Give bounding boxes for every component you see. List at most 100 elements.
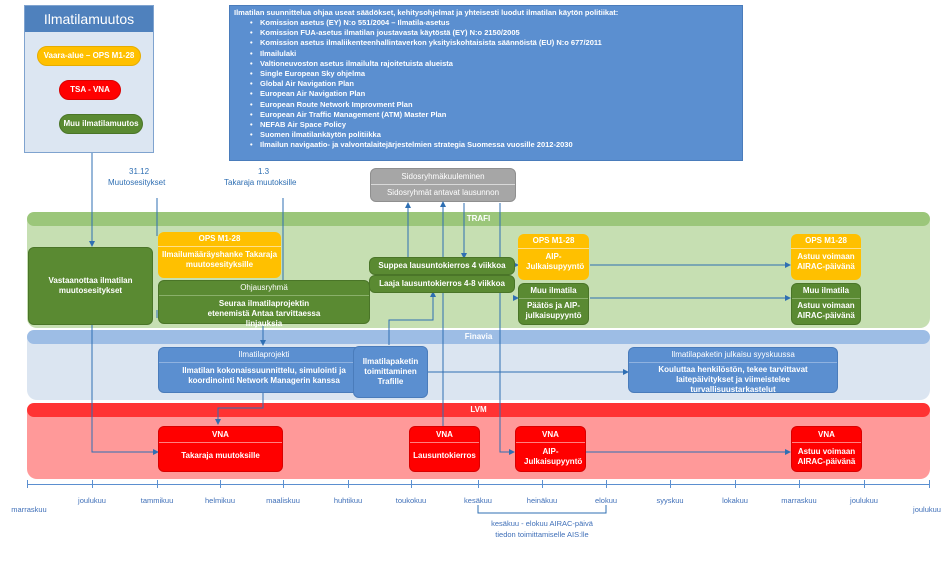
month-label: marraskuu bbox=[11, 505, 47, 514]
lane-finavia-header: Finavia bbox=[27, 330, 930, 344]
tick bbox=[799, 480, 800, 488]
policy-item: NEFAB Air Space Policy bbox=[250, 120, 738, 130]
month-label: joulukuu bbox=[78, 496, 106, 505]
tick bbox=[606, 480, 607, 488]
legend-tsa: TSA - VNA bbox=[59, 80, 121, 100]
month-label: elokuu bbox=[594, 496, 618, 505]
vna3-box: VNA AIP-Julkaisupyyntö bbox=[515, 426, 586, 472]
policy-item: Global Air Navigation Plan bbox=[250, 79, 738, 89]
stakeholder-title: Sidosryhmäkuuleminen bbox=[371, 169, 515, 185]
month-label: marraskuu bbox=[781, 496, 817, 505]
tick bbox=[929, 480, 930, 488]
header-title: Ilmatilamuutos bbox=[25, 6, 153, 32]
tick bbox=[27, 480, 28, 488]
tick bbox=[348, 480, 349, 488]
policy-item: Valtioneuvoston asetus ilmailulta rajoit… bbox=[250, 59, 738, 69]
vna2-box: VNA Lausuntokierros bbox=[409, 426, 480, 472]
vna1-box: VNA Takaraja muutoksille bbox=[158, 426, 283, 472]
tick bbox=[670, 480, 671, 488]
ohjaus-text: Seuraa ilmatilaprojektin etenemistä Anta… bbox=[207, 299, 321, 328]
tick bbox=[157, 480, 158, 488]
month-label: joulukuu bbox=[913, 505, 941, 514]
policy-item: Komission asetus (EY) N:o 551/2004 – Ilm… bbox=[250, 18, 738, 28]
month-label: helmikuu bbox=[204, 496, 236, 505]
policy-item: Single European Sky ohjelma bbox=[250, 69, 738, 79]
lane-trafi-header: TRAFI bbox=[27, 212, 930, 226]
month-label: syyskuu bbox=[656, 496, 684, 505]
month-label: maaliskuu bbox=[266, 496, 300, 505]
header-box: Ilmatilamuutos Vaara-alue – OPS M1-28 TS… bbox=[24, 5, 154, 153]
policy-list: Komission asetus (EY) N:o 551/2004 – Ilm… bbox=[234, 18, 738, 151]
vna3-text: AIP-Julkaisupyyntö bbox=[524, 447, 583, 466]
month-label: joulukuu bbox=[850, 496, 878, 505]
legend-ops: Vaara-alue – OPS M1-28 bbox=[37, 46, 141, 66]
annotation-muutosesitykset: Muutosesitykset bbox=[108, 178, 166, 187]
aip-ops-title: OPS M1-28 bbox=[518, 234, 589, 249]
policy-item: Komission FUA-asetus ilmatilan joustavas… bbox=[250, 28, 738, 38]
tick bbox=[735, 480, 736, 488]
policy-item: European Air Traffic Management (ATM) Ma… bbox=[250, 110, 738, 120]
policy-intro: Ilmatilan suunnittelua ohjaa useat säädö… bbox=[234, 8, 619, 17]
julkaisu-box: Ilmatilapaketin julkaisu syyskuussa Koul… bbox=[628, 347, 838, 394]
month-label: huhtikuu bbox=[333, 496, 363, 505]
ops-hanke-box: OPS M1-28 Ilmailumääräyshanke Takaraja m… bbox=[158, 232, 281, 278]
tick bbox=[542, 480, 543, 488]
laaja-box: Laaja lausuntokierros 4-8 viikkoa bbox=[369, 275, 515, 293]
month-label: toukokuu bbox=[395, 496, 427, 505]
julkaisu-text: Kouluttaa henkilöstön, tekee tarvittavat… bbox=[658, 365, 808, 394]
annotation-date1: 31.12 bbox=[129, 167, 150, 176]
vna2-text: Lausuntokierros bbox=[413, 451, 476, 460]
vna4-box: VNA Astuu voimaan AIRAC-päivänä bbox=[791, 426, 862, 472]
astuu-muu-title: Muu ilmatila bbox=[792, 284, 860, 299]
julkaisu-title: Ilmatilapaketin julkaisu syyskuussa bbox=[629, 348, 837, 363]
month-label: tammikuu bbox=[140, 496, 174, 505]
projekti-title: Ilmatilaprojekti bbox=[159, 348, 369, 363]
tick bbox=[864, 480, 865, 488]
ops-hanke-text: Ilmailumääräyshanke Takaraja muutosesity… bbox=[161, 250, 278, 269]
ops-hanke-title: OPS M1-28 bbox=[158, 232, 281, 247]
astuu-muu-box: Muu ilmatila Astuu voimaan AIRAC-päivänä bbox=[791, 283, 861, 325]
policy-item: Komission asetus ilmaliikenteenhallintav… bbox=[250, 38, 738, 48]
vna4-text: Astuu voimaan AIRAC-päivänä bbox=[797, 447, 856, 466]
stakeholder-subtitle: Sidosryhmät antavat lausunnon bbox=[386, 188, 500, 197]
vna1-title: VNA bbox=[159, 427, 282, 443]
tick bbox=[478, 480, 479, 488]
muu-text: Päätös ja AIP-julkaisupyyntö bbox=[525, 301, 582, 320]
ohjaus-box: Ohjausryhmä Seuraa ilmatilaprojektin ete… bbox=[158, 280, 370, 328]
vna2-title: VNA bbox=[410, 427, 479, 443]
astuu-ops-text: Astuu voimaan AIRAC-päivänä bbox=[797, 252, 855, 271]
aip-ops-box: OPS M1-28 AIP-Julkaisupyyntö bbox=[518, 234, 589, 280]
month-label: kesäkuu bbox=[464, 496, 492, 505]
vna3-title: VNA bbox=[516, 427, 585, 443]
airac-bracket bbox=[477, 505, 607, 514]
toimitus-box: Ilmatilapaketin toimittaminen Trafille bbox=[353, 346, 428, 398]
astuu-ops-box: OPS M1-28 Astuu voimaan AIRAC-päivänä bbox=[791, 234, 861, 280]
vna1-text: Takaraja muutoksille bbox=[181, 451, 260, 460]
vastaanotto-box: Vastaanottaa ilmatilan muutosesitykset bbox=[28, 247, 153, 325]
annotation-date2: 1.3 bbox=[258, 167, 270, 176]
projekti-text: Ilmatilan kokonaissuunnittelu, simuloint… bbox=[182, 366, 346, 385]
suppea-box: Suppea lausuntokierros 4 viikkoa bbox=[369, 257, 515, 275]
astuu-muu-text: Astuu voimaan AIRAC-päivänä bbox=[797, 301, 855, 320]
tick bbox=[283, 480, 284, 488]
ohjaus-title: Ohjausryhmä bbox=[159, 281, 369, 296]
policy-item: Ilmailulaki bbox=[250, 49, 738, 59]
policy-item: Suomen ilmatilankäytön politiikka bbox=[250, 130, 738, 140]
tick bbox=[92, 480, 93, 488]
aip-ops-text: AIP-Julkaisupyyntö bbox=[526, 252, 585, 271]
tick bbox=[411, 480, 412, 488]
projekti-box: Ilmatilaprojekti Ilmatilan kokonaissuunn… bbox=[158, 347, 370, 393]
policy-item: European Air Navigation Plan bbox=[250, 89, 738, 99]
astuu-ops-title: OPS M1-28 bbox=[791, 234, 861, 249]
policy-box: Ilmatilan suunnittelua ohjaa useat säädö… bbox=[229, 5, 743, 161]
month-label: heinäkuu bbox=[526, 496, 558, 505]
airac-note: kesäkuu - elokuu AIRAC-päivä tiedon toim… bbox=[491, 519, 593, 539]
legend-muu: Muu ilmatilamuutos bbox=[59, 114, 143, 134]
annotation-takaraja: Takaraja muutoksille bbox=[224, 178, 297, 187]
policy-item: Ilmailun navigaatio- ja valvontalaitejär… bbox=[250, 140, 738, 150]
muu-box: Muu ilmatila Päätös ja AIP-julkaisupyynt… bbox=[518, 283, 589, 325]
stakeholder-box: Sidosryhmäkuuleminen Sidosryhmät antavat… bbox=[370, 168, 516, 202]
policy-item: European Route Network Improvment Plan bbox=[250, 100, 738, 110]
vna4-title: VNA bbox=[792, 427, 861, 443]
muu-title: Muu ilmatila bbox=[519, 284, 588, 299]
